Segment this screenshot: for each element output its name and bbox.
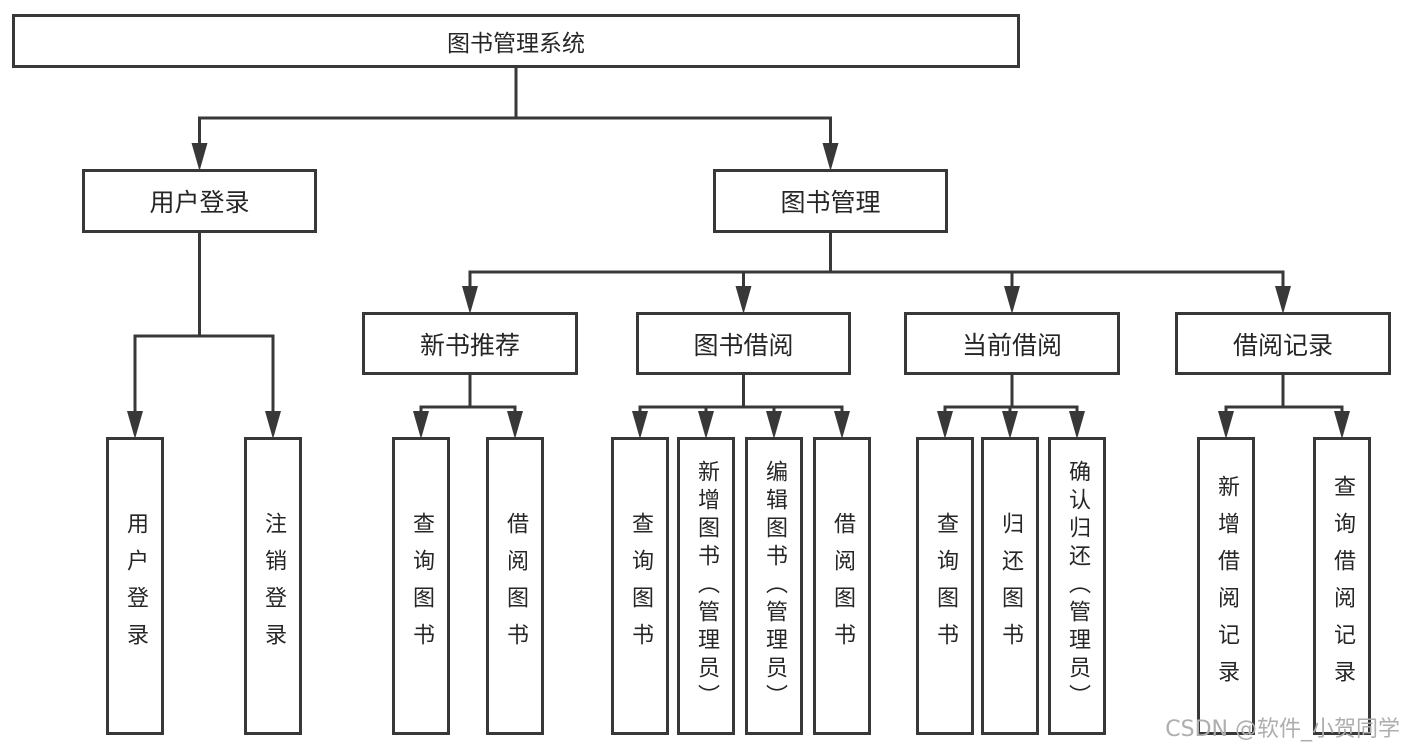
leaf-borrow-book-recommend: 借阅图书: [486, 437, 544, 735]
arrow-down-icon: [1002, 411, 1018, 439]
node-new-book-recommend-label: 新书推荐: [419, 330, 520, 360]
arrow-down-icon: [632, 411, 648, 439]
node-borrow-records-label: 借阅记录: [1232, 330, 1333, 360]
arrow-down-icon: [937, 411, 953, 439]
connector-new-book-recommend-to-leaves: [413, 373, 523, 439]
leaf-return-book-label: 归还图书: [998, 512, 1023, 660]
connector-user-login-to-leaves: [127, 231, 281, 439]
leaf-return-book: 归还图书: [981, 437, 1039, 735]
node-book-management-label: 图书管理: [780, 188, 881, 217]
node-library-system-label: 图书管理系统: [447, 31, 585, 57]
connector-book-borrow-to-leaves: [632, 373, 850, 439]
arrow-down-icon: [698, 411, 714, 439]
node-borrow-records: 借阅记录: [1175, 312, 1391, 375]
arrow-down-icon: [1069, 411, 1085, 439]
leaf-confirm-return-admin-label: 确认归还（管理员）: [1065, 460, 1090, 712]
connector-root-to-level2: [191, 66, 839, 171]
leaf-query-borrow-record: 查询借阅记录: [1313, 437, 1371, 735]
leaf-borrow-book-label: 借阅图书: [830, 512, 855, 660]
node-current-borrow-label: 当前借阅: [961, 330, 1062, 360]
leaf-logout: 注销登录: [244, 437, 302, 735]
leaf-query-books-recommend-label: 查询图书: [409, 512, 434, 660]
connector-borrow-records-to-leaves: [1218, 373, 1350, 439]
arrow-down-icon: [1004, 286, 1020, 314]
arrow-down-icon: [822, 143, 839, 171]
arrow-down-icon: [735, 286, 752, 314]
leaf-add-borrow-record-label: 新增借阅记录: [1214, 475, 1239, 697]
leaf-add-book-admin-label: 新增图书（管理员）: [694, 460, 719, 712]
arrow-down-icon: [1334, 411, 1350, 439]
node-book-borrow: 图书借阅: [636, 312, 851, 375]
arrow-down-icon: [191, 143, 208, 171]
leaf-query-books-current-label: 查询图书: [933, 512, 958, 660]
arrow-down-icon: [265, 411, 281, 439]
leaf-user-login-label: 用户登录: [123, 512, 148, 660]
arrow-down-icon: [1218, 411, 1234, 439]
leaf-borrow-book-recommend-label: 借阅图书: [503, 512, 528, 660]
node-new-book-recommend: 新书推荐: [362, 312, 578, 375]
arrow-down-icon: [127, 411, 143, 439]
leaf-query-books-recommend: 查询图书: [392, 437, 450, 735]
leaf-edit-book-admin-label: 编辑图书（管理员）: [762, 460, 787, 712]
leaf-borrow-book: 借阅图书: [813, 437, 871, 735]
leaf-edit-book-admin: 编辑图书（管理员）: [745, 437, 803, 735]
arrow-down-icon: [1275, 286, 1291, 314]
csdn-watermark: CSDN @软件_小贺同学: [1165, 717, 1400, 742]
connector-book-management-to-level3: [462, 231, 1291, 314]
leaf-user-login: 用户登录: [106, 437, 164, 735]
arrow-down-icon: [766, 411, 782, 439]
node-book-management: 图书管理: [713, 169, 948, 233]
node-user-login: 用户登录: [82, 169, 317, 233]
leaf-logout-label: 注销登录: [261, 512, 286, 660]
leaf-confirm-return-admin: 确认归还（管理员）: [1048, 437, 1106, 735]
node-book-borrow-label: 图书借阅: [693, 330, 794, 360]
leaf-query-books-borrow: 查询图书: [611, 437, 669, 735]
arrow-down-icon: [462, 286, 478, 314]
leaf-add-book-admin: 新增图书（管理员）: [677, 437, 735, 735]
node-user-login-label: 用户登录: [149, 188, 250, 217]
leaf-query-books-current: 查询图书: [916, 437, 974, 735]
arrow-down-icon: [507, 411, 523, 439]
arrow-down-icon: [834, 411, 850, 439]
leaf-query-borrow-record-label: 查询借阅记录: [1330, 475, 1355, 697]
node-current-borrow: 当前借阅: [904, 312, 1120, 375]
arrow-down-icon: [413, 411, 429, 439]
connector-current-borrow-to-leaves: [937, 373, 1085, 439]
leaf-query-books-borrow-label: 查询图书: [628, 512, 653, 660]
leaf-add-borrow-record: 新增借阅记录: [1197, 437, 1255, 735]
node-library-system: 图书管理系统: [12, 14, 1020, 68]
